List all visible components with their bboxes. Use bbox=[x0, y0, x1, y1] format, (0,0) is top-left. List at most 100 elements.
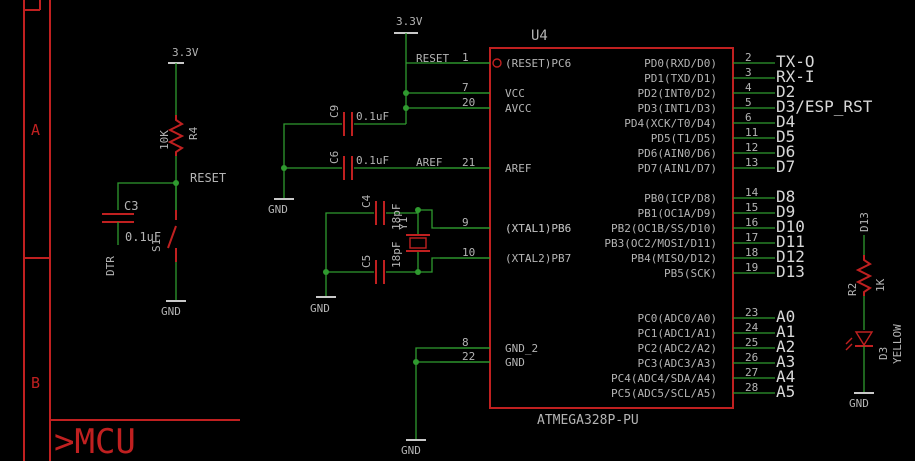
ic-right-pin-net-label: D2 bbox=[776, 82, 795, 101]
c6-value: 0.1uF bbox=[356, 154, 389, 167]
gnd-label-ic: GND bbox=[401, 444, 421, 457]
ic-right-pin-net-label: D6 bbox=[776, 142, 795, 161]
ic-right-pin-number: 6 bbox=[745, 111, 752, 124]
ic-left-pin-number: 9 bbox=[462, 216, 469, 229]
ic-ground: GND bbox=[401, 347, 490, 457]
ic-right-pin-name: PD3(INT1/D3) bbox=[638, 102, 717, 115]
ic-left-pins: 1 (RESET)PC6 7 VCC 20 AVCC 21 AREF 9 (XTAL1)PB6 10… bbox=[440, 51, 571, 369]
c5-name: C5 bbox=[360, 255, 373, 268]
reset-circuit: 3.3V 10K R4 RESET C3 0.1uF DTR S1 GND bbox=[102, 46, 226, 318]
decoupling-circuit: 3.3V RESET C9 0.1uF C6 0.1uF AREF GND bbox=[268, 15, 490, 216]
supply-3v3-top-label: 3.3V bbox=[396, 15, 423, 28]
dtr-net-label: DTR bbox=[104, 256, 117, 276]
ic-right-pin-name: PB3(OC2/MOSI/D11) bbox=[604, 237, 717, 250]
ic-xtal1-pin-name: (XTAL1)PB6 bbox=[505, 222, 571, 235]
supply-3v3-left-label: 3.3V bbox=[172, 46, 199, 59]
ic-left-pin-number: 7 bbox=[462, 81, 469, 94]
sheet-frame: A B >MCU bbox=[23, 0, 240, 461]
ic-right-pin-number: 27 bbox=[745, 366, 758, 379]
ic-right-pin-net-label: A3 bbox=[776, 352, 795, 371]
ic-right-pin-number: 16 bbox=[745, 216, 758, 229]
ic-right-pin-net-label: D3/ESP_RST bbox=[776, 97, 873, 116]
r4-value: 10K bbox=[158, 130, 171, 150]
c3-value: 0.1uF bbox=[125, 230, 161, 244]
ic-left-pin-name: AVCC bbox=[505, 102, 532, 115]
ic-right-pin-name: PD7(AIN1/D7) bbox=[638, 162, 717, 175]
ic-right-pin-name: PD1(TXD/D1) bbox=[644, 72, 717, 85]
d3-value: YELLOW bbox=[891, 324, 904, 364]
ic-left-pin-number: 21 bbox=[462, 156, 475, 169]
ic-right-pin-net-label: D10 bbox=[776, 217, 805, 236]
ic-right-pin-net-label: D11 bbox=[776, 232, 805, 251]
ic-right-pin-net-label: D5 bbox=[776, 127, 795, 146]
ic-value: ATMEGA328P-PU bbox=[537, 413, 639, 428]
ic-right-pin-name: PD0(RXD/D0) bbox=[644, 57, 717, 70]
ic-left-pin-name: (XTAL1)PB6 bbox=[505, 222, 571, 235]
ic-right-pin-number: 4 bbox=[745, 81, 752, 94]
reset-net-label: RESET bbox=[190, 171, 226, 185]
ic-left-pin-number: 1 bbox=[462, 51, 469, 64]
aref-net-label: AREF bbox=[416, 156, 443, 169]
led-d3 bbox=[854, 331, 874, 347]
ic-right-pin-net-label: A4 bbox=[776, 367, 795, 386]
ic-left-pin-name: AREF bbox=[505, 162, 532, 175]
ic-right-pin-net-label: RX-I bbox=[776, 67, 815, 86]
ic-right-pin-number: 28 bbox=[745, 381, 758, 394]
ic-left-pin-number: 8 bbox=[462, 336, 469, 349]
ic-right-pin-number: 15 bbox=[745, 201, 758, 214]
ic-right-pin-number: 17 bbox=[745, 231, 758, 244]
resistor-r2 bbox=[855, 255, 873, 296]
ic-left-pin-number: 20 bbox=[462, 96, 475, 109]
r2-value: 1K bbox=[874, 278, 887, 292]
ic-name: U4 bbox=[531, 28, 548, 44]
ic-right-pin-number: 18 bbox=[745, 246, 758, 259]
ic-right-pin-name: PB4(MISO/D12) bbox=[631, 252, 717, 265]
r4-name: R4 bbox=[187, 126, 200, 140]
s1-name: S1 bbox=[150, 239, 163, 252]
ic-right-pin-number: 3 bbox=[745, 66, 752, 79]
ic-right-pin-number: 25 bbox=[745, 336, 758, 349]
d13-net-label: D13 bbox=[858, 212, 871, 232]
ic-right-pin-net-label: D8 bbox=[776, 187, 795, 206]
ic-right-pin-name: PC1(ADC1/A1) bbox=[638, 327, 717, 340]
ic-left-pin-name: (RESET)PC6 bbox=[505, 57, 571, 70]
c9-name: C9 bbox=[328, 105, 341, 118]
c3-name: C3 bbox=[124, 199, 138, 213]
ic-right-pin-net-label: D12 bbox=[776, 247, 805, 266]
ic-right-pin-number: 5 bbox=[745, 96, 752, 109]
ic-left-pin-name: VCC bbox=[505, 87, 525, 100]
ic-left-pin-number: 10 bbox=[462, 246, 475, 259]
ic-right-pin-number: 11 bbox=[745, 126, 758, 139]
ic-right-pin-name: PD2(INT0/D2) bbox=[638, 87, 717, 100]
ic-right-pin-number: 14 bbox=[745, 186, 759, 199]
ic-right-pin-name: PB2(OC1B/SS/D10) bbox=[611, 222, 717, 235]
y1-name: Y1 bbox=[397, 217, 410, 230]
ic-right-pin-number: 24 bbox=[745, 321, 759, 334]
ic-right-pin-number: 19 bbox=[745, 261, 758, 274]
ic-right-pin-number: 13 bbox=[745, 156, 758, 169]
ic-right-pin-name: PD6(AIN0/D6) bbox=[638, 147, 717, 160]
sheet-label: >MCU bbox=[54, 422, 136, 461]
ic-right-pin-name: PB0(ICP/D8) bbox=[644, 192, 717, 205]
crystal-circuit: Y1 C4 18pF C5 18pF GND bbox=[310, 194, 490, 315]
gnd-label-decoupling: GND bbox=[268, 203, 288, 216]
ic-right-pin-name: PC3(ADC3/A3) bbox=[638, 357, 717, 370]
ic-right-pin-number: 23 bbox=[745, 306, 758, 319]
c4-value: 18pF bbox=[390, 204, 403, 231]
ic-right-pin-net-label: A1 bbox=[776, 322, 795, 341]
ic-right-pin-net-label: D13 bbox=[776, 262, 805, 281]
c6-name: C6 bbox=[328, 151, 341, 164]
ic-right-pins: 2PD0(RXD/D0)TX-O3PD1(TXD/D1)RX-I4PD2(INT… bbox=[505, 51, 873, 401]
d3-name: D3 bbox=[877, 347, 890, 360]
ic-right-pin-net-label: A5 bbox=[776, 382, 795, 401]
ic-right-pin-net-label: A0 bbox=[776, 307, 795, 326]
ic-right-pin-net-label: D7 bbox=[776, 157, 795, 176]
ic-u4: U4 ATMEGA328P-PU 1 (RESET)PC6 7 VCC 20 AVCC 21… bbox=[440, 28, 873, 428]
frame-row-a: A bbox=[31, 121, 40, 139]
ic-left-pin-name: GND bbox=[505, 356, 525, 369]
ic-left-pin-name: (XTAL2)PB7 bbox=[505, 252, 571, 265]
c5-value: 18pF bbox=[390, 242, 403, 269]
ic-right-pin-net-label: D9 bbox=[776, 202, 795, 221]
ic-left-pin-number: 22 bbox=[462, 350, 475, 363]
crystal-y1 bbox=[409, 237, 427, 249]
